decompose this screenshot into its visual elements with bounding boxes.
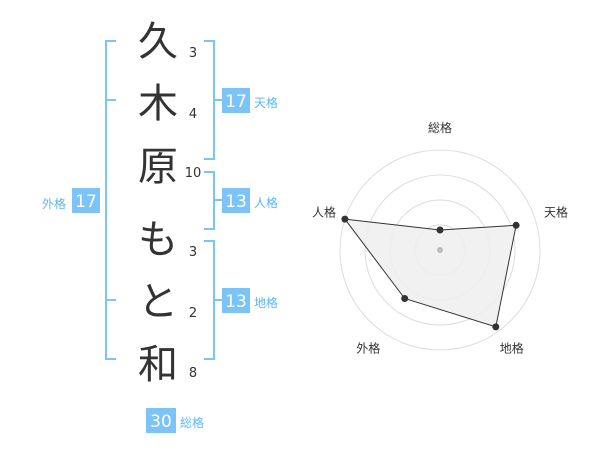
gaikaku-badge: [72, 188, 100, 213]
name-char-5: と: [138, 279, 178, 325]
name-char-3: 原: [138, 144, 178, 190]
tenkaku-label: 天格: [254, 95, 278, 110]
soukaku-value: 30: [150, 412, 172, 432]
chikaku-label: 地格: [254, 295, 278, 310]
radar-ring: [339, 149, 541, 351]
chikaku-badge: [222, 288, 250, 313]
radar-ring: [364, 174, 516, 326]
name-char-1: 久: [138, 19, 178, 65]
radar-axis-label: 総格: [428, 120, 452, 135]
jinkaku-badge: [222, 188, 250, 213]
stroke-count-6: 8: [189, 366, 197, 381]
jinkaku-label: 人格: [254, 195, 278, 210]
name-char-2: 木: [138, 81, 178, 127]
name-char-6: 和: [138, 342, 178, 388]
radar-series-polygon: [343, 218, 517, 328]
radar-axis-label: 地格: [500, 341, 524, 356]
name-char-4: も: [138, 217, 178, 263]
tenkaku-badge: [222, 88, 250, 113]
tenkaku-bracket: [204, 40, 215, 160]
stroke-count-2: 4: [189, 107, 197, 122]
radar-point: [512, 221, 520, 229]
soukaku-label: 総格: [180, 415, 204, 430]
radar-axis-label: 人格: [312, 204, 336, 219]
tenkaku-value: 17: [225, 92, 247, 112]
radar-center-dot: [437, 247, 443, 253]
stroke-count-3: 10: [185, 166, 202, 181]
radar-point: [492, 323, 500, 331]
stroke-count-5: 2: [189, 306, 197, 321]
radar-points: [341, 215, 520, 331]
chikaku-value: 13: [225, 292, 247, 312]
gaikaku-bracket: [105, 40, 116, 360]
chikaku-bracket: [204, 240, 215, 360]
gaikaku-value: 17: [75, 192, 97, 212]
stroke-count-1: 3: [189, 46, 197, 61]
radar-point: [436, 226, 444, 234]
soukaku-badge: [146, 408, 176, 433]
jinkaku-value: 13: [225, 192, 247, 212]
jinkaku-bracket: [204, 171, 215, 230]
gaikaku-label: 外格: [42, 196, 66, 211]
stroke-count-4: 3: [189, 245, 197, 260]
radar-point: [341, 215, 349, 223]
radar-point: [401, 295, 409, 302]
radar-axis-label: 天格: [544, 204, 568, 219]
radar-axis-label: 外格: [356, 341, 380, 356]
